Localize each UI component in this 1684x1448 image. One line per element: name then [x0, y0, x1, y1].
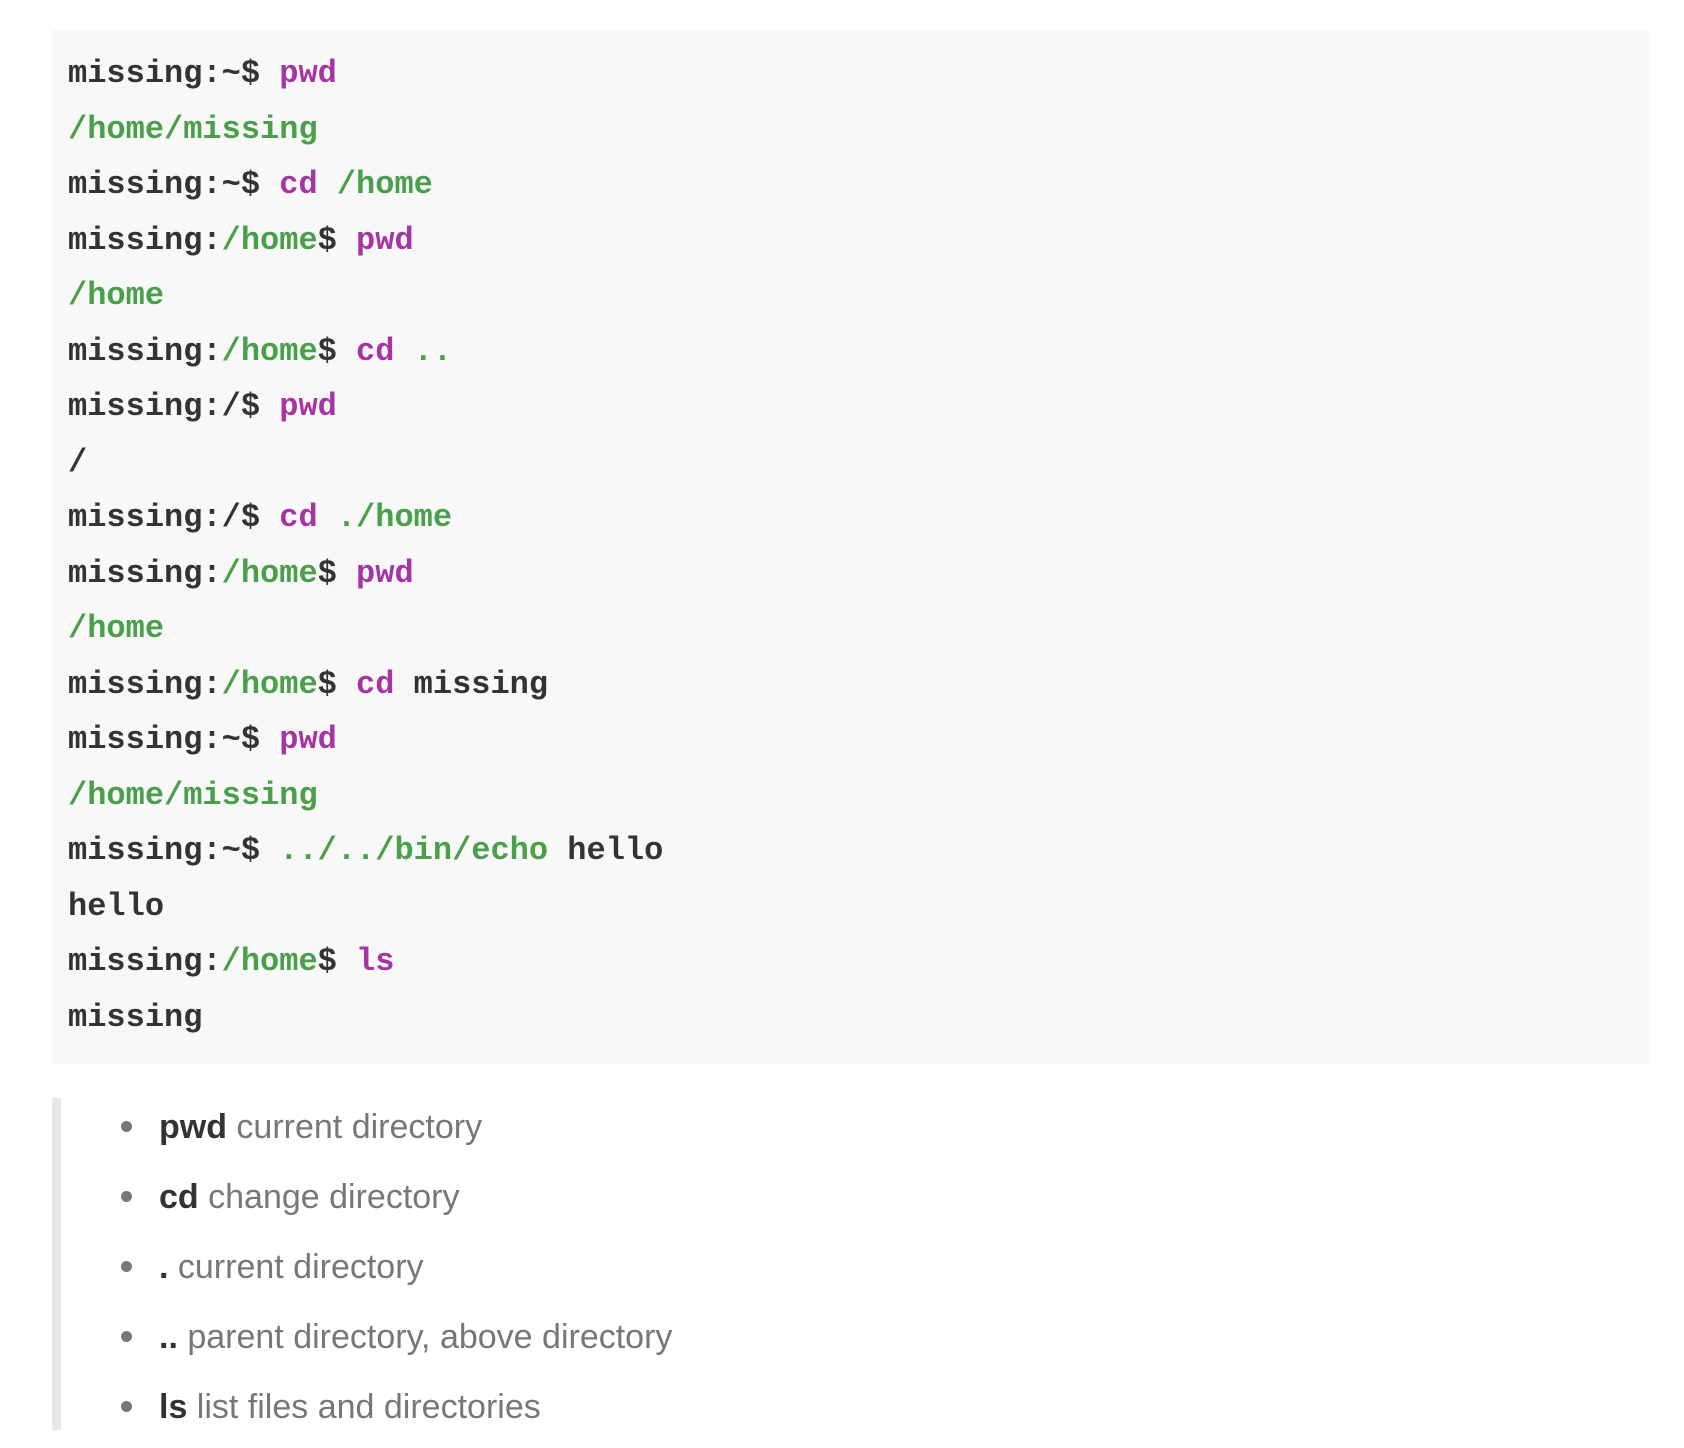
- shell-prompt: $: [317, 943, 357, 980]
- terminal-line: missing:/$ pwd: [68, 379, 1650, 435]
- terminal-line: missing:/home$ cd missing: [68, 657, 1650, 713]
- note-item-cd: cd change directory: [121, 1168, 672, 1238]
- terminal-line: missing:/home$ ls: [68, 934, 1650, 990]
- command-output: /home/missing: [68, 776, 318, 814]
- shell-prompt: missing:/$: [68, 499, 280, 536]
- prompt-directory: /home: [221, 665, 318, 703]
- note-item-dotdot: .. parent directory, above directory: [121, 1308, 672, 1378]
- note-description: current directory: [168, 1248, 424, 1286]
- plain-text: missing: [68, 998, 203, 1036]
- shell-prompt: missing:~$: [68, 721, 280, 758]
- plain-text: /: [68, 443, 88, 481]
- terminal-line: missing:/$ cd ./home: [68, 490, 1650, 546]
- command-name: cd: [279, 499, 318, 536]
- command-name: pwd: [356, 221, 414, 259]
- command-output: /home: [68, 277, 165, 314]
- command-name: cd: [356, 332, 395, 370]
- shell-prompt: missing:: [68, 332, 222, 370]
- note-description: list files and directories: [187, 1388, 541, 1426]
- shell-prompt: missing:: [68, 554, 222, 592]
- command-name: pwd: [279, 388, 337, 425]
- command-name: ls: [356, 943, 395, 980]
- bullet-icon: [121, 1191, 132, 1202]
- shell-prompt: $: [317, 332, 357, 370]
- plain-text: [318, 166, 337, 203]
- command-output: /home/missing: [68, 110, 318, 148]
- terminal-line: /home/missing: [68, 768, 1650, 824]
- bullet-icon: [121, 1331, 132, 1342]
- plain-text: hello: [68, 887, 165, 925]
- command-argument: ..: [413, 332, 453, 370]
- shell-prompt: $: [317, 554, 357, 592]
- note-description: change directory: [198, 1178, 460, 1216]
- terminal-line: /: [68, 435, 1650, 491]
- command-name: pwd: [356, 554, 414, 592]
- terminal-line: missing:~$ pwd: [68, 712, 1650, 768]
- note-item-dot: . current directory: [121, 1238, 672, 1308]
- terminal-line: /home/missing: [68, 102, 1650, 158]
- shell-prompt: missing:: [68, 665, 222, 703]
- shell-prompt: missing:~$: [68, 166, 280, 203]
- notes-blockquote: pwd current directory cd change director…: [52, 1098, 1650, 1430]
- terminal-line: /home: [68, 601, 1650, 657]
- prompt-directory: /home: [221, 332, 318, 370]
- shell-prompt: missing:/$: [68, 388, 280, 425]
- note-term: .: [159, 1248, 169, 1286]
- command-name: cd: [279, 166, 318, 203]
- shell-prompt: missing:: [68, 943, 222, 980]
- plain-text: [394, 333, 413, 370]
- shell-prompt: missing:~$: [68, 55, 280, 92]
- note-term: pwd: [159, 1108, 227, 1146]
- terminal-line: missing: [68, 990, 1650, 1046]
- terminal-line: missing:/home$ pwd: [68, 546, 1650, 602]
- bullet-icon: [121, 1401, 132, 1412]
- terminal-line: missing:/home$ pwd: [68, 213, 1650, 269]
- prompt-directory: /home: [221, 554, 318, 592]
- note-term: ..: [159, 1318, 178, 1356]
- terminal-line: missing:~$ cd /home: [68, 157, 1650, 213]
- bullet-icon: [121, 1121, 132, 1132]
- terminal-line: missing:/home$ cd ..: [68, 324, 1650, 380]
- shell-prompt: missing:~$: [68, 832, 280, 869]
- command-name: pwd: [279, 721, 337, 758]
- note-term: ls: [159, 1388, 188, 1426]
- terminal-line: missing:~$ ../../bin/echo hello: [68, 823, 1650, 879]
- shell-prompt: $: [317, 221, 357, 259]
- terminal-line: /home: [68, 268, 1650, 324]
- command-argument: ./home: [336, 499, 453, 536]
- shell-prompt: missing:: [68, 221, 222, 259]
- plain-text: [318, 499, 337, 536]
- prompt-directory: /home: [221, 943, 318, 980]
- notes-list: pwd current directory cd change director…: [121, 1098, 672, 1448]
- note-item-pwd: pwd current directory: [121, 1098, 672, 1168]
- bullet-icon: [121, 1261, 132, 1272]
- prompt-directory: /home: [221, 221, 318, 259]
- terminal-line: missing:~$ pwd: [68, 46, 1650, 102]
- note-description: parent directory, above directory: [177, 1318, 673, 1356]
- terminal-line: hello: [68, 879, 1650, 935]
- command-name: pwd: [279, 55, 337, 92]
- note-description: current directory: [226, 1108, 483, 1146]
- note-term: cd: [159, 1178, 199, 1216]
- command-name: cd: [356, 665, 395, 703]
- plain-text: hello: [548, 832, 664, 869]
- plain-text: missing: [394, 665, 549, 703]
- command-argument: /home: [336, 166, 433, 203]
- shell-prompt: $: [317, 665, 357, 703]
- command-output: /home: [68, 610, 165, 647]
- note-item-ls: ls list files and directories: [121, 1378, 672, 1448]
- command-argument: ../../bin/echo: [279, 832, 549, 869]
